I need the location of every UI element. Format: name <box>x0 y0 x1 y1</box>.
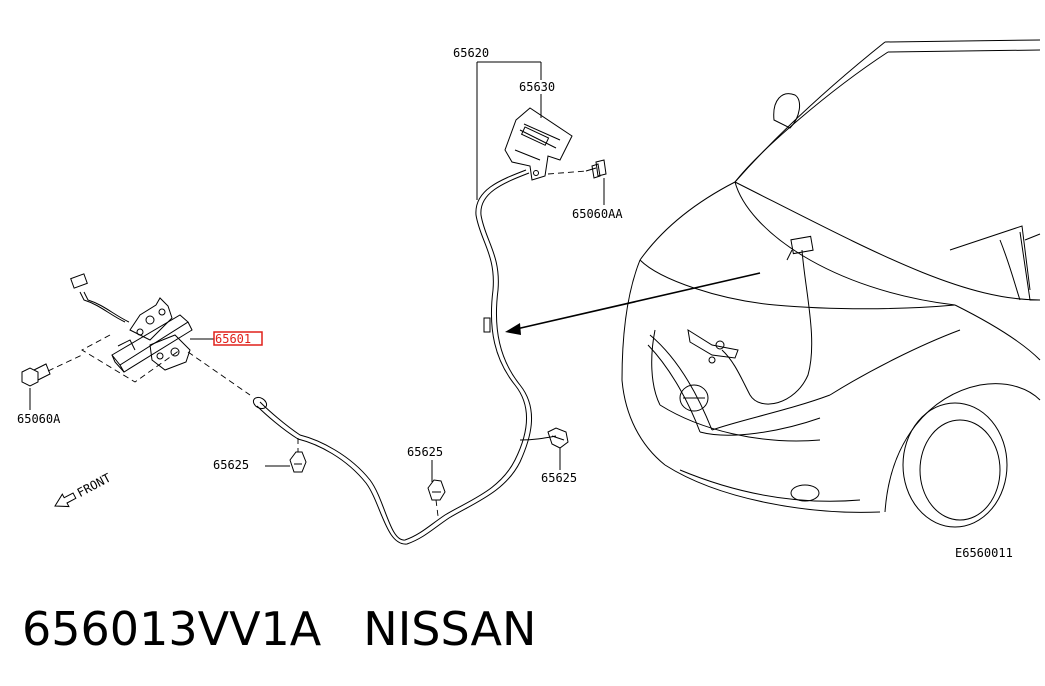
highlight-box-65601 <box>213 331 263 346</box>
clip-65625-left <box>289 438 307 473</box>
part-caption: 656013VV1A NISSAN <box>22 600 536 658</box>
figure-code: E6560011 <box>955 546 1013 560</box>
label-65625-left: 65625 <box>213 458 249 472</box>
clip-65625-right <box>547 427 569 449</box>
clip-65625-center <box>427 479 446 517</box>
front-arrow-icon <box>54 492 77 508</box>
hood-lock-65601 <box>70 273 193 373</box>
bolt-65060AA <box>547 159 607 179</box>
label-65060A: 65060A <box>17 412 61 426</box>
label-65620: 65620 <box>453 46 489 60</box>
label-65060AA: 65060AA <box>572 207 623 221</box>
latch-bracket-65630 <box>504 107 573 181</box>
lock-guide-lines <box>47 334 251 396</box>
bolt-65060A <box>21 363 51 387</box>
release-cable <box>252 169 557 545</box>
label-65630: 65630 <box>519 80 555 94</box>
vehicle-front-illustration <box>621 39 1041 528</box>
label-65625-center: 65625 <box>407 445 443 459</box>
label-65625-right: 65625 <box>541 471 577 485</box>
label-65601: 65601 <box>215 332 251 346</box>
label-leader-lines <box>29 61 605 482</box>
front-label: FRONT <box>75 471 113 500</box>
front-direction-indicator: FRONT <box>54 471 113 508</box>
detail-pointer-arrow <box>505 272 761 335</box>
part-number: 656013VV1A <box>22 602 322 656</box>
brand-name: NISSAN <box>363 602 537 656</box>
hood-lock-diagram: 65620 65630 65060AA 65601 65060A 65625 6… <box>17 39 1041 560</box>
